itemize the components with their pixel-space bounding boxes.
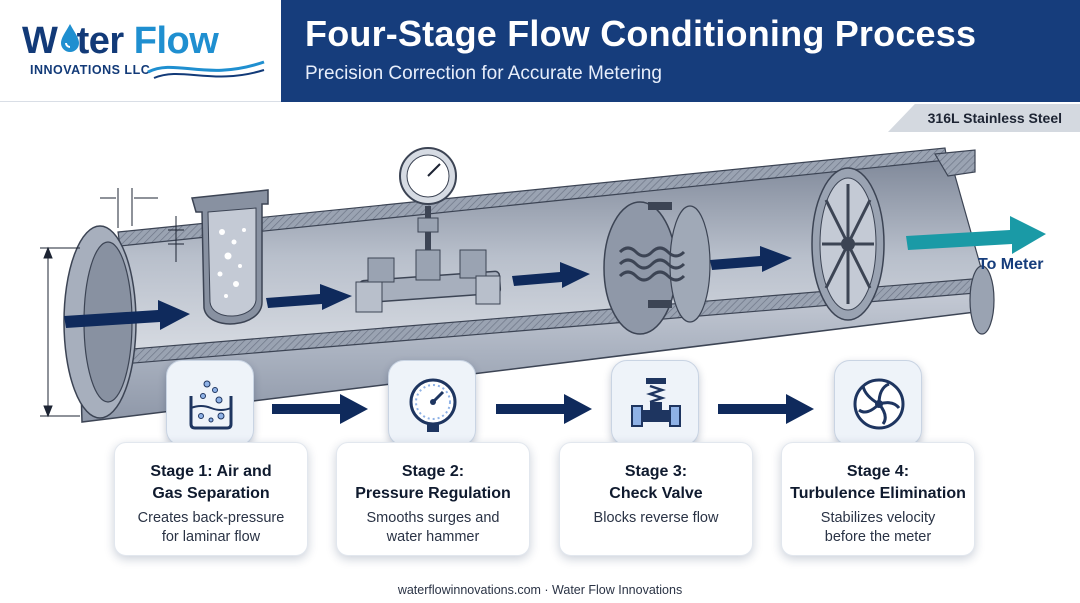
stage-3-title-line1: Stage 3: xyxy=(624,463,688,480)
stage-2-card: Stage 2: Pressure Regulation Smooths sur… xyxy=(336,442,530,556)
stage-2-title-line2: Pressure Regulation xyxy=(355,485,511,502)
stage-1-title-line2: Gas Separation xyxy=(152,485,270,502)
stage-3-card: Stage 3: Check Valve Blocks reverse flow xyxy=(559,442,753,556)
stage-2-desc-line2: water hammer xyxy=(386,529,480,545)
wave-swoosh-icon xyxy=(147,60,265,79)
stage-2-desc-line1: Smooths surges and xyxy=(366,510,500,526)
flow-arrow-3 xyxy=(512,262,590,288)
pipe-shell xyxy=(63,147,995,423)
stage-2-title-line1: Stage 2: xyxy=(401,463,465,480)
stage-1-icon-tile xyxy=(166,360,254,446)
dimension-lines xyxy=(40,188,184,418)
bubbles-tank-icon xyxy=(189,380,233,430)
logo-word-flow: Flow xyxy=(133,20,219,62)
page-subtitle: Precision Correction for Accurate Meteri… xyxy=(305,63,662,84)
check-valve-assembly xyxy=(603,201,711,335)
pipe-cutaway-diagram xyxy=(40,147,1046,423)
stage-1-desc-line1: Creates back-pressure xyxy=(137,510,285,526)
stage-arrow-3-4 xyxy=(718,394,814,424)
stage-1-title-line1: Stage 1: Air and xyxy=(150,463,272,480)
stage-arrow-2-3 xyxy=(496,394,592,424)
check-valve-icon xyxy=(631,378,681,427)
stage-3-icon-tile xyxy=(611,360,699,446)
stage-4-title-line1: Stage 4: xyxy=(846,463,910,480)
stage-3-title-line2: Check Valve xyxy=(609,485,703,502)
stage-1-desc-line2: for laminar flow xyxy=(161,529,261,545)
turbine-icon xyxy=(853,378,905,430)
logo-letters-ter: ter xyxy=(76,20,125,62)
material-badge: 316L Stainless Steel xyxy=(888,104,1080,132)
flow-arrow-2 xyxy=(266,284,352,310)
stage-4-card: Stage 4: Turbulence Elimination Stabiliz… xyxy=(781,442,975,556)
flow-arrow-4 xyxy=(710,246,792,272)
turbulence-eliminator-turbine xyxy=(811,167,885,321)
outlet-arrow xyxy=(906,216,1046,254)
brand-logo: Water Flow xyxy=(22,20,219,63)
logo-letter-w: W xyxy=(22,20,56,62)
pressure-regulator-assembly xyxy=(355,147,502,313)
outlet-label: To Meter xyxy=(978,256,1044,273)
stage-1-card: Stage 1: Air and Gas Separation Creates … xyxy=(114,442,308,556)
flow-arrow-1 xyxy=(64,300,190,330)
stage-4-desc-line1: Stabilizes velocity xyxy=(820,510,936,526)
stage-3-desc-line1: Blocks reverse flow xyxy=(593,510,719,526)
water-drop-icon xyxy=(61,24,79,52)
footer-text: waterflowinnovations.com · Water Flow In… xyxy=(397,583,683,597)
logo-subtitle: INNOVATIONS LLC xyxy=(30,63,151,77)
stage-4-icon-tile xyxy=(834,360,922,446)
stage-4-title-line2: Turbulence Elimination xyxy=(790,485,966,502)
flow-arrows xyxy=(64,246,792,330)
title-banner: Four-Stage Flow Conditioning Process Pre… xyxy=(281,0,1080,102)
stage-4-desc-line2: before the meter xyxy=(824,529,932,545)
stage-arrow-1-2 xyxy=(272,394,368,424)
stage-2-icon-tile xyxy=(388,360,476,446)
air-separation-chamber xyxy=(191,189,269,325)
page-title: Four-Stage Flow Conditioning Process xyxy=(305,13,977,54)
pressure-gauge-icon xyxy=(409,378,457,432)
logo-panel: Water Flow INNOVATIONS LLC xyxy=(0,0,281,102)
material-badge-label: 316L Stainless Steel xyxy=(927,110,1062,126)
